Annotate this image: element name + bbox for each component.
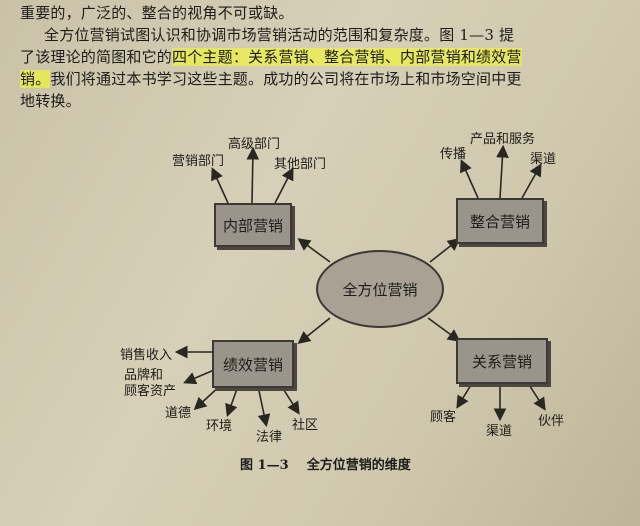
arrow-integrated-1 xyxy=(460,159,479,199)
performance-item-community: 社区 xyxy=(292,418,319,433)
arrow-performance-2 xyxy=(183,369,215,385)
arrow-center-performance xyxy=(297,317,331,344)
relationship-item-partners: 伙伴 xyxy=(538,414,565,429)
relationship-item-customers: 顾客 xyxy=(430,410,457,425)
performance-item-brand-customer-equity: 品牌和 顾客资产 xyxy=(124,368,177,399)
relationship-marketing-box: 关系营销 xyxy=(456,338,548,384)
paragraph-line-4: 销。我们将通过本书学习这些主题。成功的公司将在市场上和市场空间中更 xyxy=(20,68,522,89)
figure-caption: 图 1—3 全方位营销的维度 xyxy=(240,458,411,473)
internal-item-senior-mgmt: 高级部门 xyxy=(228,137,281,152)
relationship-item-channels: 渠道 xyxy=(486,424,513,439)
arrow-integrated-3 xyxy=(521,163,542,199)
arrow-performance-6 xyxy=(279,383,300,415)
arrow-center-relationship xyxy=(427,317,461,342)
paragraph-line-3-text: 了该理论的简图和它的 xyxy=(20,48,173,66)
performance-item-environment: 环境 xyxy=(206,419,233,434)
integrated-item-communications: 传播 xyxy=(440,147,467,162)
performance-item-legal: 法律 xyxy=(256,430,283,445)
arrow-performance-3 xyxy=(193,383,223,411)
integrated-item-products-services: 产品和服务 xyxy=(470,132,536,147)
paragraph-line-5: 地转换。 xyxy=(20,92,81,110)
arrow-internal-1 xyxy=(211,167,229,204)
arrow-relationship-3 xyxy=(525,379,546,411)
integrated-marketing-box: 整合营销 xyxy=(456,198,544,244)
paragraph-line-3: 了该理论的简图和它的四个主题：关系营销、整合营销、内部营销和绩效营 xyxy=(20,46,522,67)
highlighted-text: 四个主题：关系营销、整合营销、内部营销和绩效营 xyxy=(172,48,522,66)
arrow-internal-3 xyxy=(274,167,294,204)
arrow-integrated-2 xyxy=(496,144,509,199)
integrated-item-channels: 渠道 xyxy=(530,152,557,167)
arrow-center-internal xyxy=(297,238,331,263)
arrow-performance-5 xyxy=(257,385,271,428)
performance-item-ethics: 道德 xyxy=(165,406,192,421)
performance-item-sales-revenue: 销售收入 xyxy=(120,348,173,363)
arrow-center-integrated xyxy=(429,238,461,263)
paragraph-line-1: 重要的，广泛的、整合的视角不可或缺。 xyxy=(20,4,294,22)
performance-marketing-box: 绩效营销 xyxy=(212,340,294,388)
paragraph-line-4-text: 我们将通过本书学习这些主题。成功的公司将在市场上和市场空间中更 xyxy=(50,70,522,88)
internal-item-other-depts: 其他部门 xyxy=(274,157,327,172)
internal-item-marketing-dept: 营销部门 xyxy=(172,154,225,169)
paragraph-line-2: 全方位营销试图认识和协调市场营销活动的范围和复杂度。图 1—3 提 xyxy=(44,26,515,44)
highlighted-text: 销。 xyxy=(20,70,51,88)
arrow-internal-2 xyxy=(246,146,260,204)
internal-marketing-box: 内部营销 xyxy=(214,203,292,247)
arrow-relationship-1 xyxy=(456,379,475,409)
holistic-marketing-center: 全方位营销 xyxy=(316,250,444,328)
arrow-performance-4 xyxy=(225,385,239,418)
